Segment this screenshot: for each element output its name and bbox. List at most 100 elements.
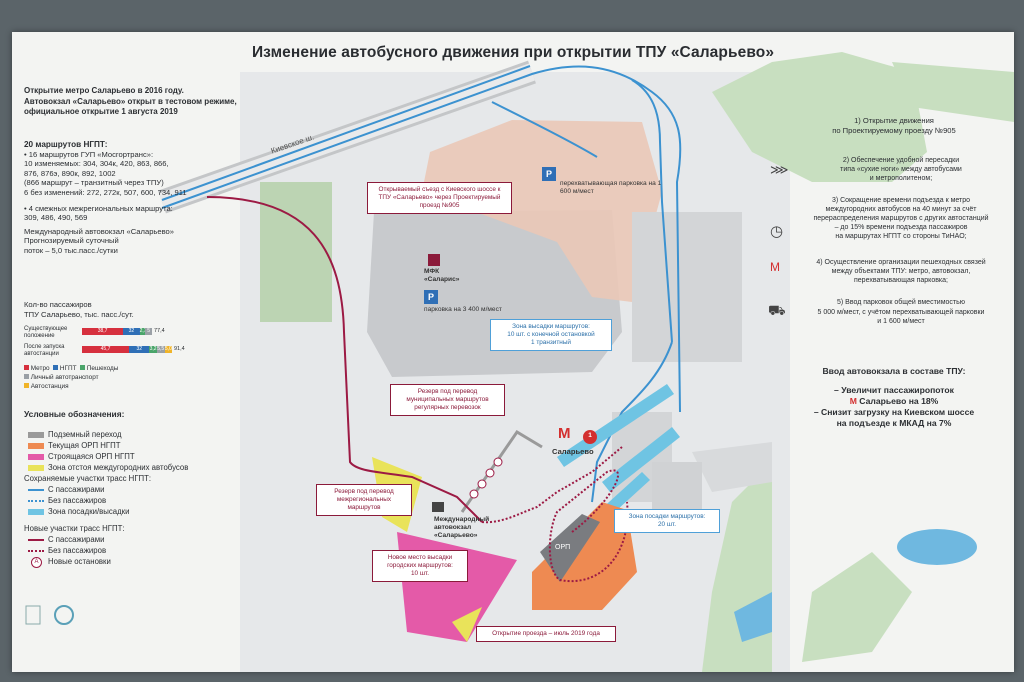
routes-line: 309, 486, 490, 569: [24, 213, 88, 223]
leg-text: Личный автотранспорт: [30, 374, 99, 381]
pass-existing-segment: 38,7: [82, 328, 124, 335]
swatch-ped: [80, 365, 86, 370]
pass-total-1: 77,4: [154, 328, 165, 334]
benefit-5: 5) Ввод парковок общей вместимостью 5 00…: [792, 298, 1010, 327]
red-route-empty: [481, 446, 623, 524]
callout-line: городских маршрутов:: [387, 562, 453, 569]
stop-icon: А: [31, 557, 42, 568]
transport-logo-icon: [54, 605, 74, 625]
pass-existing-segment: 2,7: [139, 328, 147, 335]
legend-label: Без пассажиров: [48, 496, 107, 505]
leg-text: Пешеходы: [86, 365, 119, 372]
pass-existing-segment: 32: [123, 328, 140, 335]
routes-line: • 16 маршрутов ГУП «Мосгортранс»:: [24, 149, 154, 159]
callout-line: 1 транзитный: [530, 339, 571, 346]
legend-label: Зона отстоя междугородних автобусов: [48, 463, 189, 472]
legend-label: Текущая ОРП НГПТ: [48, 441, 121, 450]
legend-heading: Условные обозначения:: [24, 409, 125, 419]
benefit-1: 1) Открытие движения по Проектируемому п…: [780, 116, 1008, 135]
block-ne: [632, 212, 742, 362]
benefit-line: 5 000 м/мест, с учётом перехватывающей п…: [817, 308, 985, 316]
benefit-line: 4) Осуществление организации пешеходных …: [816, 259, 986, 266]
benefit-line: 2) Обеспечение удобной пересадки: [842, 157, 960, 164]
swatch: [28, 489, 44, 491]
metro-bus-icon: M: [770, 260, 780, 274]
callout-dropoff: Зона высадки маршрутов: 10 шт. с конечно…: [490, 319, 612, 351]
poster: Изменение автобусного движения при откры…: [12, 32, 1014, 672]
map: [25, 52, 1014, 672]
routes-line: 876, 876э, 890к, 892, 1002: [24, 168, 116, 178]
callout-landing: Зона посадки маршрутов: 20 шт.: [614, 509, 720, 533]
routes-line: • 4 смежных межрегиональных маршрута:: [24, 203, 173, 213]
pass-after-segment: 45,7: [82, 346, 130, 353]
parking-icon: P: [542, 167, 556, 181]
swatch: [28, 432, 44, 438]
callout-line: Новое место высадки: [387, 554, 453, 561]
label-metro-salaryevo: Саларьево: [552, 447, 594, 456]
passengers-heading: Кол-во пассажиров: [24, 300, 92, 309]
station-block: Ввод автовокзала в составе ТПУ: – Увелич…: [780, 366, 1008, 429]
swatch-bus: [24, 383, 29, 388]
legend-item-new-with: С пассажирами: [28, 535, 104, 545]
benefit-line: и 1 600 м/мест: [877, 318, 925, 325]
routes-line: Международный автовокзал «Саларьево»: [24, 226, 174, 236]
intl-line: «Саларьево»: [434, 532, 478, 539]
mfk-line: МФК: [424, 268, 440, 275]
leg-text: НГПТ: [59, 365, 77, 372]
legend-item-kept-without: Без пассажиров: [28, 496, 107, 506]
pass-after-segment: 32: [129, 346, 150, 353]
leg-text: Метро: [30, 365, 50, 372]
metro-icon: М: [849, 396, 857, 406]
blue-route-kievskoe: [161, 65, 682, 413]
pass-row2-label: После запуска автостанции: [24, 344, 65, 358]
benefit-4: 4) Осуществление организации пешеходных …: [792, 258, 1010, 285]
legend-kept-heading: Сохраняемые участки трасс НГПТ:: [24, 474, 152, 483]
legend-item-underpass: Подземный переход: [28, 430, 122, 440]
page-title: Изменение автобусного движения при откры…: [251, 44, 775, 61]
benefit-line: 5) Ввод парковок общей вместимостью: [837, 299, 965, 306]
swatch: [28, 509, 44, 515]
benefit-line: между объектами ТПУ: метро, автовокзал,: [831, 268, 971, 275]
metro-icon: М: [558, 425, 571, 442]
metro-line-badge: [583, 430, 597, 444]
clock-icon: ◷: [770, 223, 784, 240]
row-label: После запуска: [24, 344, 65, 350]
station-line: – Снизит загрузку на Киевском шоссе: [813, 407, 975, 417]
benefit-3: 3) Сокращение времени подъезда к метро м…: [792, 196, 1010, 241]
pass-after-segment: 5,5: [156, 346, 165, 353]
footprints-icon: ⋙: [770, 162, 789, 177]
swatch: [28, 454, 44, 460]
legend-item-kept-with: С пассажирами: [28, 485, 105, 495]
swatch-car: [24, 374, 29, 379]
routes-line: (866 маршрут – транзитный через ТПУ): [24, 178, 164, 188]
callout-line: Зона высадки маршрутов:: [512, 323, 590, 330]
pass-row1-label: Существующее положение: [24, 326, 67, 340]
swatch: [28, 443, 44, 449]
legend-item-orp-current: Текущая ОРП НГПТ: [28, 441, 121, 451]
callout-opening: Открытие проезда – июль 2019 года: [476, 626, 616, 642]
routes-heading: 20 маршрутов НГПТ:: [24, 140, 108, 149]
label-parking-3400: парковка на 3 400 м/мест: [424, 306, 502, 313]
pass-existing-segment: 5: [145, 328, 152, 335]
swatch: [28, 539, 44, 541]
routes-line: поток – 5,0 тыс.пасс./сутки: [24, 245, 118, 255]
legend-new-heading: Новые участки трасс НГПТ:: [24, 524, 125, 533]
legend-label: С пассажирами: [48, 485, 105, 494]
bus-station-icon: [432, 502, 444, 512]
green-area-bottom: [802, 552, 912, 662]
new-stops: [469, 457, 503, 499]
intro-block: Открытие метро Саларьево в 2016 году. Ав…: [24, 86, 237, 118]
legend-label: Строящаяся ОРП НГПТ: [48, 452, 135, 461]
legend: Подземный переход Текущая ОРП НГПТ Строя…: [24, 430, 224, 600]
pond-right: [897, 529, 977, 565]
benefit-line: – до 15% времени подъезда пассажиров: [834, 224, 968, 231]
label-intercept-parking: перехватывающая парковка на 1 600 м/мест: [560, 180, 662, 195]
mfk-line: «Саларис»: [424, 276, 460, 283]
benefit-line: перехватывающая парковка;: [854, 277, 948, 284]
benefit-line: и метрополитеном;: [869, 175, 933, 182]
label-orp: ОРП: [555, 544, 571, 551]
intl-line: автовокзал: [434, 524, 472, 531]
